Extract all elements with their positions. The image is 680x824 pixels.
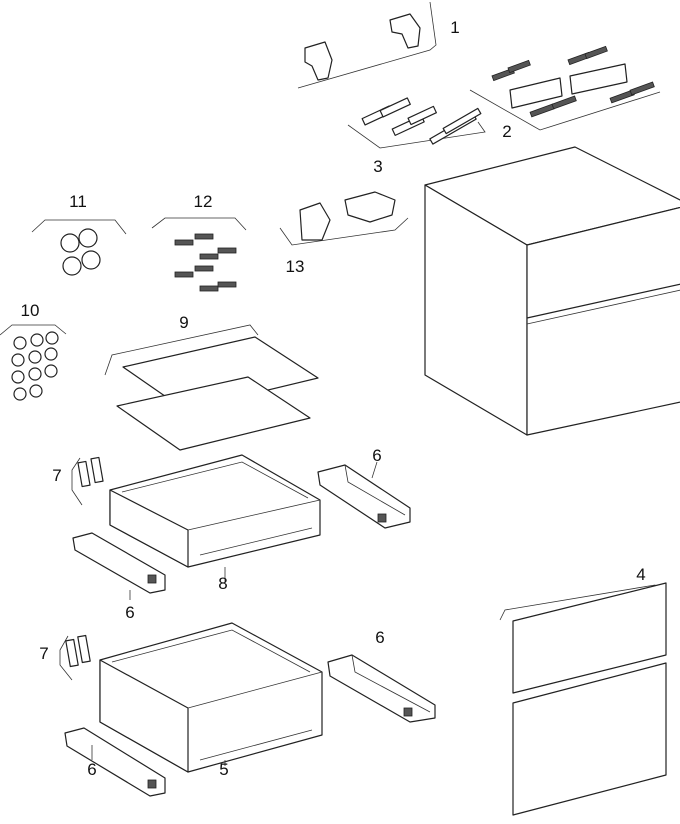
callout-9: 9	[179, 313, 188, 332]
part-6-runner-lower-left	[64, 727, 166, 797]
callout-8: 8	[218, 574, 227, 593]
callout-7a: 7	[52, 466, 61, 485]
callout-10: 10	[21, 301, 40, 320]
part-8-drawer-upper	[109, 454, 321, 583]
part-6-runner-upper-left	[72, 532, 166, 600]
callout-12: 12	[194, 192, 213, 211]
callout-7b: 7	[39, 644, 48, 663]
callout-6b: 6	[125, 603, 134, 622]
callout-4: 4	[636, 565, 645, 584]
callout-1: 1	[450, 18, 459, 37]
callout-13: 13	[286, 257, 305, 276]
callout-3: 3	[373, 157, 382, 176]
callout-2: 2	[502, 122, 511, 141]
cabinet-body	[424, 146, 680, 436]
part-3-fixings	[347, 97, 486, 149]
part-6-runner-lower-right	[327, 654, 436, 723]
callout-5: 5	[219, 760, 228, 779]
callout-6d: 6	[87, 760, 96, 779]
part-5-drawer-lower	[99, 622, 323, 773]
part-2-rails	[469, 45, 661, 131]
callout-11: 11	[69, 192, 87, 211]
part-4-fronts	[499, 582, 667, 816]
part-7-clips-lower	[59, 634, 91, 681]
part-6-runner-upper-right	[317, 461, 411, 529]
part-11-caps	[31, 219, 127, 276]
part-13-angles	[279, 191, 409, 246]
part-1-brackets	[297, 1, 437, 89]
callout-6c: 6	[375, 628, 384, 647]
part-7-clips-upper	[71, 456, 104, 506]
part-9-mats	[104, 324, 319, 451]
part-12-bolts	[151, 217, 247, 292]
part-10-plugs	[0, 324, 67, 401]
callout-6a: 6	[372, 446, 381, 465]
